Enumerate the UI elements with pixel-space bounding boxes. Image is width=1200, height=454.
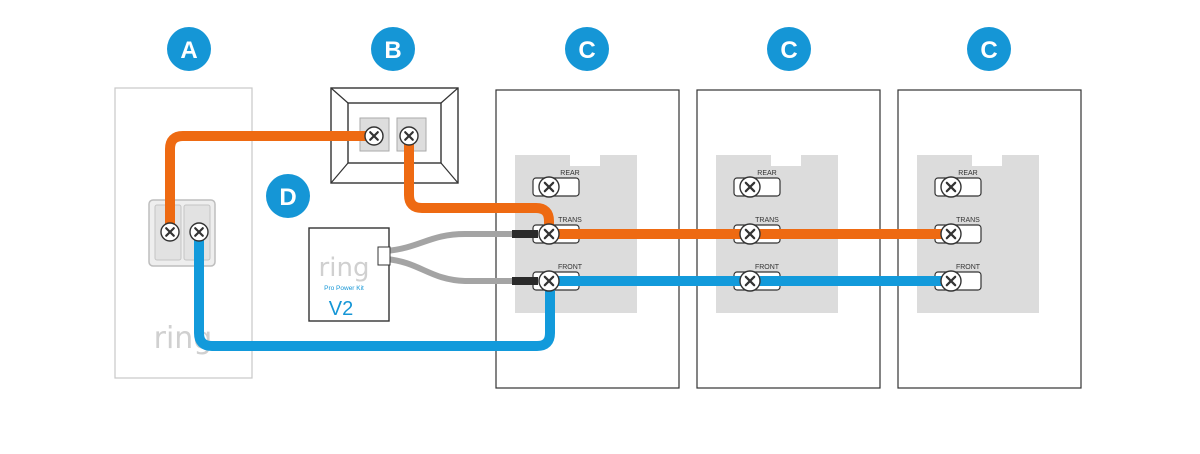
chime-1-rear-screw-icon xyxy=(538,176,560,198)
power-kit-ring-logo: ring xyxy=(319,253,370,283)
transformer-screw-left-icon xyxy=(364,126,384,146)
chime-3-front-label: FRONT xyxy=(956,264,981,271)
blue-wire-doorbell-front xyxy=(194,232,555,351)
badge-c-3-label: C xyxy=(980,37,997,64)
badge-a: A xyxy=(167,27,211,71)
chime-2-rear-label: REAR xyxy=(757,170,776,177)
badge-c-2-label: C xyxy=(780,37,797,64)
chime-2-front-label: FRONT xyxy=(755,264,780,271)
orange-wire-doorbell-transformer xyxy=(165,131,374,232)
screws xyxy=(160,126,962,292)
transformer-screw-right-icon xyxy=(399,126,419,146)
doorbell-screw-left-icon xyxy=(160,222,180,242)
badge-c-1: C xyxy=(565,27,609,71)
chime-2-trans-screw-icon xyxy=(739,223,761,245)
chime-3-front-screw-icon xyxy=(940,270,962,292)
badge-b: B xyxy=(371,27,415,71)
chime-1-trans-label: TRANS xyxy=(558,217,582,224)
chime-3-trans-label: TRANS xyxy=(956,217,980,224)
power-kit-version: V2 xyxy=(329,298,353,320)
chime-2-rear-screw-icon xyxy=(739,176,761,198)
badge-d-label: D xyxy=(279,184,296,211)
chime-2-trans-label: TRANS xyxy=(755,217,779,224)
kit-wire-upper xyxy=(383,231,515,254)
badge-c-3: C xyxy=(967,27,1011,71)
badge-c-1-label: C xyxy=(578,37,595,64)
badge-b-label: B xyxy=(384,37,401,64)
doorbell-screw-right-icon xyxy=(189,222,209,242)
badge-d: D xyxy=(266,174,310,218)
chime-3-trans-screw-icon xyxy=(940,223,962,245)
terminal-labels: REAR TRANS FRONT REAR TRANS FRONT REAR T… xyxy=(558,170,981,271)
chime-2-front-screw-icon xyxy=(739,270,761,292)
badge-a-label: A xyxy=(180,37,197,64)
chime-3-rear-screw-icon xyxy=(940,176,962,198)
orange-wire-transformer-trans xyxy=(404,136,554,234)
kit-wire-lower xyxy=(383,256,515,284)
chime-1-trans-screw-icon xyxy=(538,223,560,245)
chime-1-rear-label: REAR xyxy=(560,170,579,177)
chime-3-rear-label: REAR xyxy=(958,170,977,177)
pro-power-kit: ring Pro Power Kit V2 xyxy=(308,227,538,322)
power-kit-name: Pro Power Kit xyxy=(324,285,364,292)
power-kit-box xyxy=(308,227,390,322)
chime-1-front-label: FRONT xyxy=(558,264,583,271)
chime-1-front-screw-icon xyxy=(538,270,560,292)
badge-c-2: C xyxy=(767,27,811,71)
